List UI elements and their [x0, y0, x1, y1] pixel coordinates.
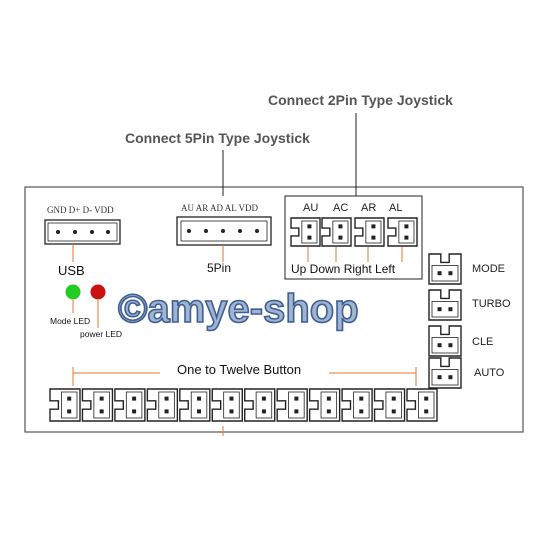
five-pin-label: 5Pin: [207, 261, 231, 275]
side-buttons: MODE TURBO CLE AUTO: [428, 253, 511, 389]
side-label-cle: CLE: [472, 336, 493, 348]
usb-connector: GND D+ D- VDD USB: [44, 205, 121, 278]
two-pin-connector: [354, 217, 385, 247]
power-led: [90, 284, 106, 300]
button-connector: [244, 388, 276, 422]
usb-pin-labels: GND D+ D- VDD: [47, 205, 114, 215]
five-pin-connector: AU AR AD AL VDD 5Pin: [176, 203, 272, 275]
callout-5pin-text: Connect 5Pin Type Joystick: [125, 130, 310, 146]
side-button-connector: [428, 357, 462, 389]
two-pin-directions: Up Down Right Left: [291, 262, 396, 276]
power-led-label: power LED: [80, 329, 122, 339]
button-connector: [114, 388, 146, 422]
two-pin-connector: [387, 217, 418, 247]
button-row-label: One to Twelve Button: [177, 362, 301, 377]
watermark: ©amye-shop: [118, 287, 359, 331]
mode-led: [65, 284, 81, 300]
button-row: One to Twelve Button: [49, 362, 438, 436]
button-connector: [146, 388, 179, 422]
button-connector: [406, 388, 438, 422]
two-pin-connector: [290, 217, 321, 247]
side-label-auto: AUTO: [474, 367, 505, 379]
five-pin-pin-labels: AU AR AD AL VDD: [181, 203, 259, 213]
button-connector: [179, 388, 211, 422]
two-pin-header-ac: AC: [333, 202, 348, 214]
led-group: Mode LED power LED: [50, 284, 122, 339]
side-button-connector: [428, 289, 462, 321]
button-connector: [373, 388, 406, 422]
two-pin-header-ar: AR: [361, 202, 376, 214]
side-label-mode: MODE: [472, 263, 505, 275]
two-pin-connector: [321, 217, 352, 247]
usb-label: USB: [58, 263, 85, 278]
button-connector: [308, 388, 341, 422]
button-connector: [81, 388, 114, 422]
button-connector: [211, 388, 243, 422]
two-pin-group: AU AC AR AL Up Down Right Left: [284, 195, 423, 280]
side-label-turbo: TURBO: [472, 298, 511, 310]
callout-leaders: [222, 113, 357, 196]
side-button-connector: [428, 325, 462, 357]
two-pin-header-al: AL: [389, 202, 402, 214]
button-connector: [276, 388, 308, 422]
mode-led-label: Mode LED: [50, 316, 90, 326]
side-button-connector: [428, 253, 462, 285]
callout-2pin-text: Connect 2Pin Type Joystick: [268, 92, 453, 108]
button-connector: [49, 388, 81, 422]
two-pin-header-au: AU: [303, 202, 318, 214]
button-connector: [341, 388, 373, 422]
